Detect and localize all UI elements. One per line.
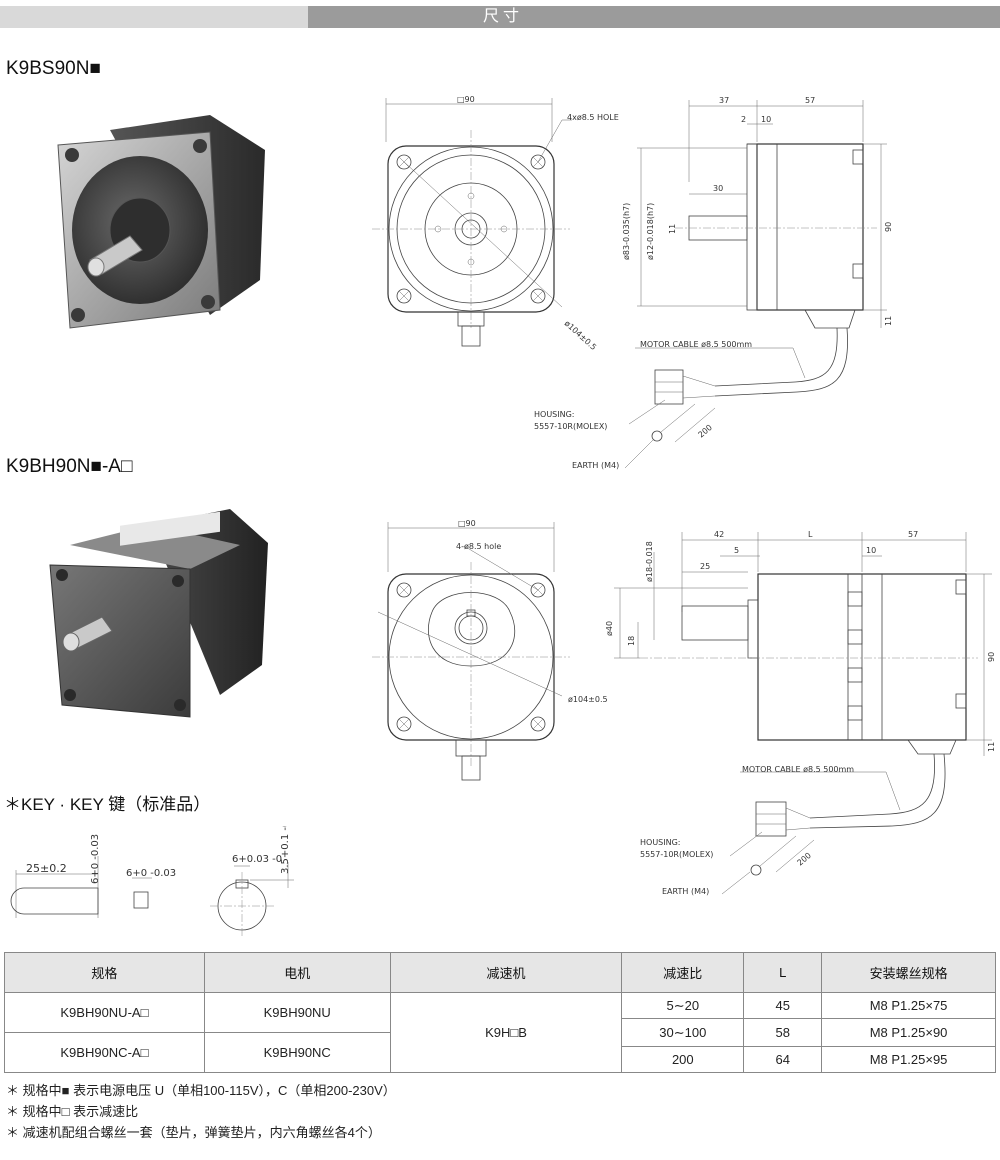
key-height: 6+0 -0.03 <box>90 834 101 884</box>
dim-42: 42 <box>714 530 724 539</box>
dim-25: 25 <box>700 562 710 571</box>
dim-10: 10 <box>761 115 771 124</box>
dim-11b: 11 <box>884 316 893 326</box>
motor-cell: K9BH90NU <box>203 992 391 1033</box>
ratio-cell: 30∼100 <box>621 1018 745 1047</box>
screw-cell: M8 P1.25×95 <box>821 1046 996 1073</box>
table-header-row: 规格 电机 减速机 减速比 L 安装螺丝规格 <box>4 952 996 993</box>
cable-label-1: MOTOR CABLE ø8.5 500mm <box>640 340 752 349</box>
dim-90: 90 <box>884 222 893 232</box>
earth-label-1: EARTH (M4) <box>572 461 619 470</box>
dim-200: 200 <box>697 423 714 440</box>
dim-d40: ø40 <box>605 621 614 636</box>
earth-label-2: EARTH (M4) <box>662 887 709 896</box>
cable-label-2: MOTOR CABLE ø8.5 500mm <box>742 765 854 774</box>
dim-57-2: 57 <box>908 530 918 539</box>
L-cell: 45 <box>743 992 823 1019</box>
dim-30: 30 <box>713 184 723 193</box>
dim-11-2: 11 <box>987 742 995 752</box>
dim-d12: ø12-0.018(h7) <box>646 203 655 260</box>
header-band-dark <box>308 6 1000 28</box>
svg-text:5557-10R(MOLEX): 5557-10R(MOLEX) <box>640 850 713 859</box>
dim-d83: ø83-0.035(h7) <box>622 203 631 260</box>
svg-text:ø104±0.5: ø104±0.5 <box>563 319 598 352</box>
note-voltage: ＊ 规格中■ 表示电源电压 U（单相100-115V），C（单相200-230V… <box>6 1083 396 1098</box>
svg-text:4xø8.5 HOLE: 4xø8.5 HOLE <box>567 113 619 122</box>
col-motor: 电机 <box>203 952 391 993</box>
spec-table: 规格 电机 减速机 减速比 L 安装螺丝规格 K9BH90NU-A□ K9BH9… <box>4 952 996 1073</box>
section-title: 尺寸 <box>482 8 523 25</box>
col-gearbox: 减速机 <box>389 952 623 993</box>
dim-5: 5 <box>734 546 739 555</box>
housing-label-2: HOUSING: 5557-10R(MOLEX) <box>640 838 713 859</box>
motor-photo-k9bh90n <box>49 509 268 718</box>
note-ratio: ＊ 规格中□ 表示减速比 <box>6 1104 139 1119</box>
holes-label-2: 4-ø8.5 hole <box>456 542 501 551</box>
table-row: K9BH90NU-A□ K9BH90NU K9H□B 5∼20 45 M8 P1… <box>4 992 996 1073</box>
dim-d18t: ø18-0.018 <box>645 541 654 582</box>
dim-square-90: □90 <box>457 95 475 104</box>
svg-text:MOTOR CABLE ø8.5 500mm: MOTOR CABLE ø8.5 500mm <box>742 765 854 774</box>
col-L: L <box>743 952 823 993</box>
notes: ＊ 规格中■ 表示电源电压 U（单相100-115V），C（单相200-230V… <box>6 1080 396 1143</box>
svg-text:MOTOR CABLE ø8.5 500mm: MOTOR CABLE ø8.5 500mm <box>640 340 752 349</box>
pcd-label-2: ø104±0.5 <box>568 695 608 704</box>
key-width: 6+0 -0.03 <box>126 868 176 879</box>
motor-photo-k9bs90n <box>57 115 265 329</box>
model-k9bh90n: K9BH90N■-A□ <box>6 456 133 477</box>
dim-10-2: 10 <box>866 546 876 555</box>
dim-18: 18 <box>627 636 636 646</box>
holes-label-1: 4xø8.5 HOLE <box>567 113 619 122</box>
dim-57: 57 <box>805 96 815 105</box>
svg-text:EARTH (M4): EARTH (M4) <box>572 461 619 470</box>
ratio-cell: 5∼20 <box>621 992 745 1019</box>
key-length: 25±0.2 <box>26 862 67 875</box>
side-view-drawing-2: 42 L 57 5 25 10 ø40 18 ø18-0.018 90 11 2… <box>605 530 995 895</box>
pcd-label-1: ø104±0.5 <box>563 319 598 352</box>
key-drawings: 25±0.2 6+0 -0.03 6+0 -0.03 6+0.03 -0 3.5… <box>10 826 294 938</box>
gearbox-cell: K9H□B <box>389 992 623 1073</box>
front-view-drawing-1: □90 <box>372 95 572 347</box>
svg-text:ø104±0.5: ø104±0.5 <box>568 695 608 704</box>
L-cell: 58 <box>743 1018 823 1047</box>
key-title: ＊KEY · KEY 键（标准品） <box>4 795 211 814</box>
front-view-drawing-2: □90 <box>372 519 570 781</box>
dim-37: 37 <box>719 96 729 105</box>
col-spec: 规格 <box>4 952 205 993</box>
section-header: 尺寸 <box>0 0 1000 34</box>
table-row: 30∼100 58 M8 P1.25×90 <box>5 1018 996 1047</box>
model-k9bs90n: K9BS90N■ <box>6 58 101 79</box>
dim-2: 2 <box>741 115 746 124</box>
svg-text:4-ø8.5 hole: 4-ø8.5 hole <box>456 542 501 551</box>
dim-11: 11 <box>668 224 677 234</box>
spec-cell: K9BH90NC-A□ <box>4 1032 205 1073</box>
svg-text:EARTH (M4): EARTH (M4) <box>662 887 709 896</box>
svg-text:HOUSING:: HOUSING: <box>640 838 680 847</box>
slot-depth: 3.5+0.1 -0 <box>280 826 291 874</box>
dim-90-2: 90 <box>987 652 995 662</box>
screw-cell: M8 P1.25×90 <box>821 1018 996 1047</box>
table-row: K9BH90NC-A□ K9BH90NC <box>4 1032 996 1073</box>
screw-cell: M8 P1.25×75 <box>821 992 996 1019</box>
svg-text:HOUSING:: HOUSING: <box>534 410 574 419</box>
slot-width: 6+0.03 -0 <box>232 854 282 865</box>
housing-label-1: HOUSING: 5557-10R(MOLEX) <box>534 410 607 431</box>
L-cell: 64 <box>743 1046 823 1073</box>
dim-L: L <box>808 530 813 539</box>
note-screws: ＊ 减速机配组合螺丝一套（垫片，弹簧垫片，内六角螺丝各4个） <box>6 1125 381 1140</box>
ratio-cell: 200 <box>621 1046 745 1073</box>
side-view-drawing-1: 37 57 2 10 30 ø83-0.035(h7) ø12-0.018(h7… <box>622 96 893 469</box>
table-row: 200 64 M8 P1.25×95 <box>5 1046 996 1073</box>
motor-cell: K9BH90NC <box>203 1032 391 1073</box>
svg-text:5557-10R(MOLEX): 5557-10R(MOLEX) <box>534 422 607 431</box>
col-screw: 安装螺丝规格 <box>821 952 996 993</box>
header-band-light <box>0 6 308 28</box>
spec-cell: K9BH90NU-A□ <box>4 992 205 1033</box>
col-ratio: 减速比 <box>621 952 745 993</box>
dim-square-90-2: □90 <box>458 519 476 528</box>
